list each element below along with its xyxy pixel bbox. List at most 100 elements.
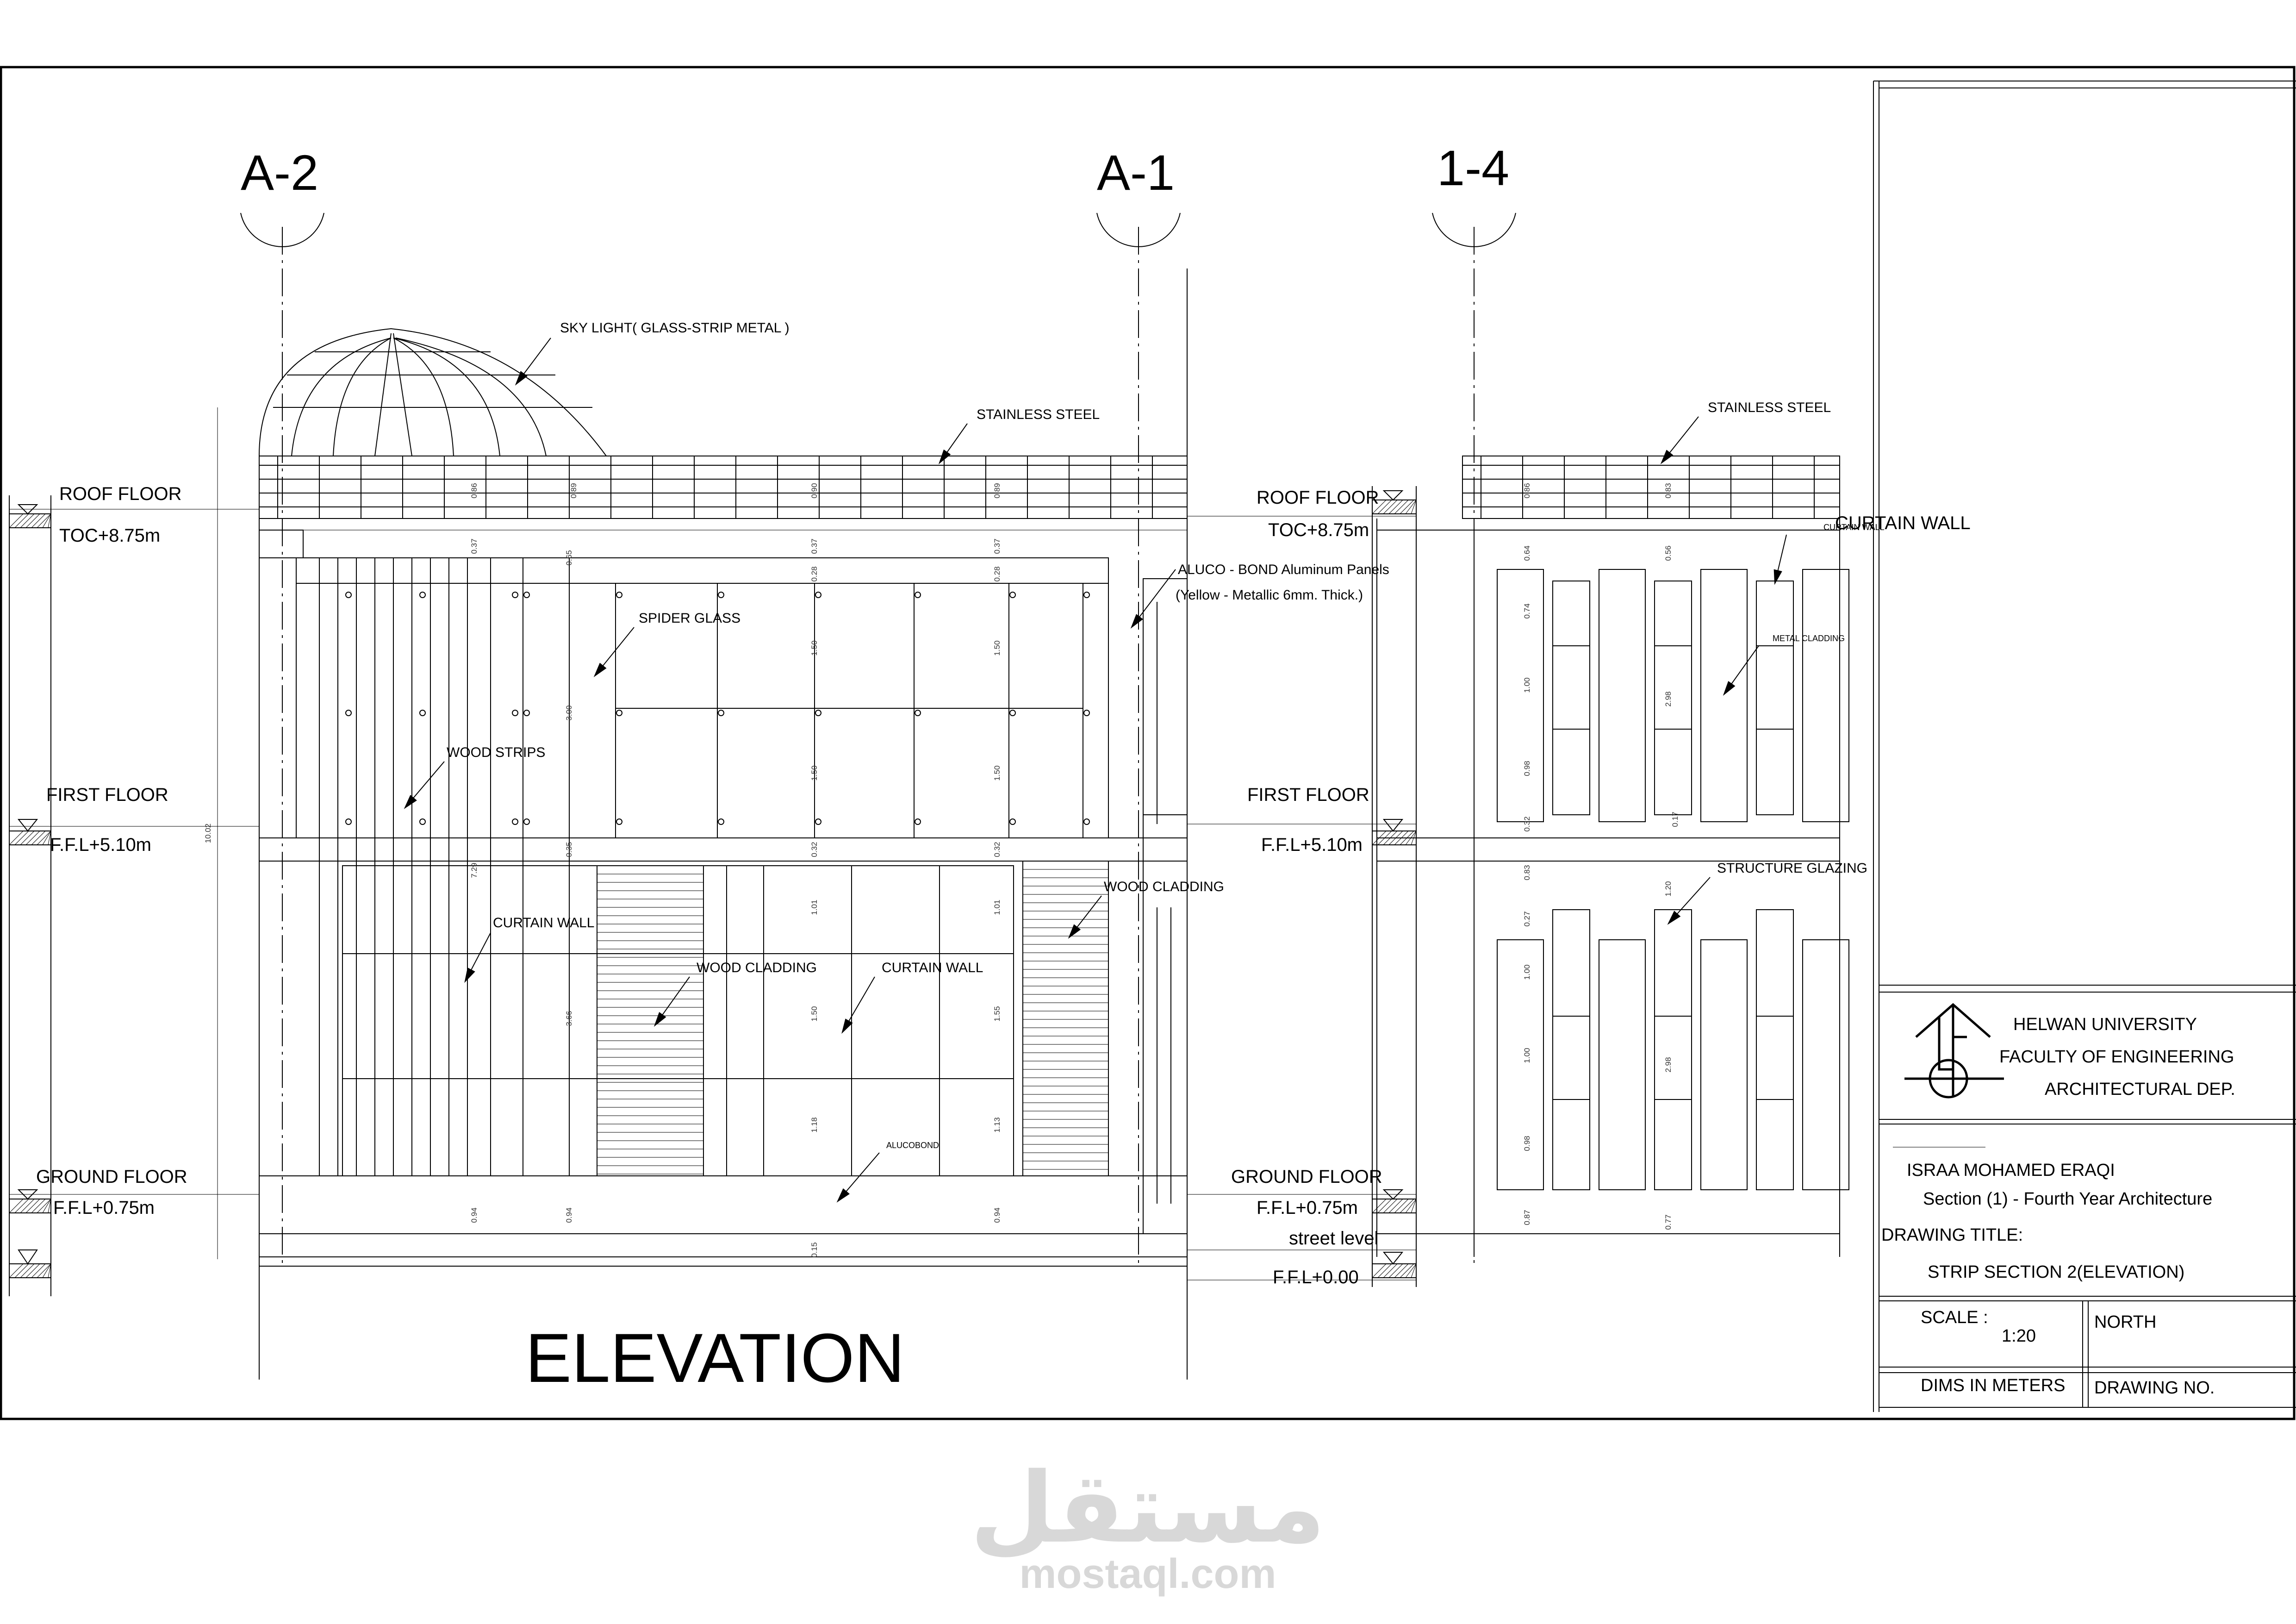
dimension-r9: 0.32 xyxy=(1523,816,1531,831)
slab-hatch-line xyxy=(37,513,51,528)
dimension-r6: 1.00 xyxy=(1523,677,1531,693)
spider-fitting xyxy=(523,710,530,716)
spider-fitting xyxy=(345,710,352,716)
slab-hatch-line xyxy=(14,1263,29,1278)
slab-hatch-line xyxy=(20,831,35,845)
spider-fitting xyxy=(345,592,352,598)
leader-arrowhead xyxy=(1130,614,1143,629)
dimension-r1: 0.86 xyxy=(1523,483,1531,498)
dimension-d30: 0.94 xyxy=(993,1207,1002,1223)
dimension-d7: 0.37 xyxy=(810,538,819,554)
slab-hatch-line xyxy=(1400,500,1414,514)
slab-hatch-line xyxy=(1405,500,1417,514)
dimension-d31: 0.15 xyxy=(810,1242,819,1257)
slab-hatch-line xyxy=(9,1263,24,1278)
drawing-title: ELEVATION xyxy=(525,1319,905,1397)
slab-hatch-line xyxy=(1405,1199,1417,1213)
dimension-d24: 1.50 xyxy=(810,1006,819,1021)
slab-hatch-line xyxy=(20,513,35,528)
level-ground-value-right: F.F.L+0.75m xyxy=(1257,1198,1358,1218)
leader-arrowhead xyxy=(836,1188,850,1203)
slab-hatch-line xyxy=(20,1199,35,1213)
spider-fitting xyxy=(915,592,921,598)
university-logo xyxy=(1904,1003,2004,1099)
slab-hatch-line xyxy=(1400,1199,1414,1213)
spider-fitting xyxy=(616,592,622,598)
tb-drawing-title-label: DRAWING TITLE: xyxy=(1881,1225,2023,1245)
spider-fitting xyxy=(512,818,518,825)
slab-hatch-line xyxy=(1394,831,1409,845)
slab-hatch-line xyxy=(1405,1263,1417,1278)
slab-hatch-line xyxy=(1394,500,1409,514)
slab-hatch-line xyxy=(9,513,24,528)
note-curtain-wall-1: CURTAIN WALL xyxy=(493,915,594,931)
level-roof-name-right: ROOF FLOOR xyxy=(1257,487,1379,508)
level-street-value: F.F.L+0.00 xyxy=(1273,1267,1359,1287)
dimension-d11: 1.50 xyxy=(810,640,819,656)
dimension-d19: 7.29 xyxy=(470,862,479,878)
level-roof-value-right: TOC+8.75m xyxy=(1268,520,1369,540)
slab-hatch-line xyxy=(1383,500,1398,514)
slab-hatch-line xyxy=(25,1199,40,1213)
dimension-r4: 0.56 xyxy=(1664,545,1673,561)
spider-fitting xyxy=(1009,710,1016,716)
wood-cladding-hatch xyxy=(597,869,1108,1174)
slab-hatch-line xyxy=(37,1263,51,1278)
grid-label-1-4: 1-4 xyxy=(1437,140,1509,196)
dimension-d23: 3.66 xyxy=(565,1011,573,1026)
slab-hatch-line xyxy=(37,831,51,845)
leader-arrowhead xyxy=(1068,924,1081,939)
watermark-latin: mostaql.com xyxy=(1019,1551,1276,1597)
leader-arrows xyxy=(404,337,1787,1203)
spider-fitting xyxy=(512,592,518,598)
spider-fitting xyxy=(1083,710,1090,716)
tb-north-label: NORTH xyxy=(2094,1312,2156,1332)
leader-arrowhead xyxy=(464,967,475,983)
dimension-d27: 1.13 xyxy=(993,1117,1002,1132)
watermark-arabic: مستقل xyxy=(970,1451,1325,1565)
dimension-d12: 1.50 xyxy=(993,640,1002,656)
slab-hatch-line xyxy=(25,1263,40,1278)
slab-hatch-line xyxy=(1411,500,1417,514)
slab-hatch-line xyxy=(1388,1199,1403,1213)
leader-arrowhead xyxy=(404,794,417,809)
tb-dims-label: DIMS IN METERS xyxy=(1921,1376,2065,1395)
slab-hatch-line xyxy=(48,831,51,845)
slab-hatch-line xyxy=(48,1263,51,1278)
dimension-d20: 10.02 xyxy=(204,824,212,843)
dimension-r5: 0.74 xyxy=(1523,603,1531,618)
slab-hatch-line xyxy=(1394,1263,1409,1278)
note-aluco-1: ALUCO - BOND Aluminum Panels xyxy=(1178,562,1389,577)
slab-hatch-line xyxy=(1372,1263,1387,1278)
dimension-r3: 0.64 xyxy=(1523,545,1531,561)
level-markers xyxy=(9,407,1417,1296)
slab-hatch-line xyxy=(9,1199,24,1213)
dimension-d28: 0.94 xyxy=(470,1207,479,1223)
tb-scale-value: 1:20 xyxy=(2002,1326,2036,1346)
dimension-r12: 0.27 xyxy=(1523,911,1531,926)
dimension-d21: 1.01 xyxy=(810,899,819,915)
slab-hatch-line xyxy=(1405,831,1417,845)
note-structure-glazing: STRUCTURE GLAZING xyxy=(1717,861,1867,876)
level-ground-name-left: GROUND FLOOR xyxy=(36,1167,187,1187)
spider-fitting xyxy=(1009,592,1016,598)
dimension-d22: 1.01 xyxy=(993,899,1002,915)
spider-fitting xyxy=(1083,592,1090,598)
level-roof-value-left: TOC+8.75m xyxy=(59,525,160,546)
slab-hatch-line xyxy=(42,1263,51,1278)
slab-hatch-line xyxy=(1377,1199,1392,1213)
spider-fitting xyxy=(815,818,821,825)
dimension-r7: 2.98 xyxy=(1664,691,1673,706)
spider-fitting xyxy=(616,710,622,716)
spider-fitting xyxy=(523,592,530,598)
dimension-d17: 0.32 xyxy=(810,842,819,857)
dimension-r16: 2.98 xyxy=(1664,1057,1673,1072)
spider-fitting xyxy=(815,710,821,716)
leader-arrowhead xyxy=(515,371,528,386)
dimension-r11: 0.83 xyxy=(1523,865,1531,880)
dimension-d2: 0.89 xyxy=(569,483,578,498)
left-elevation xyxy=(259,269,1188,1380)
sheet-border xyxy=(0,66,2296,1420)
slab-hatch-line xyxy=(1400,831,1414,845)
